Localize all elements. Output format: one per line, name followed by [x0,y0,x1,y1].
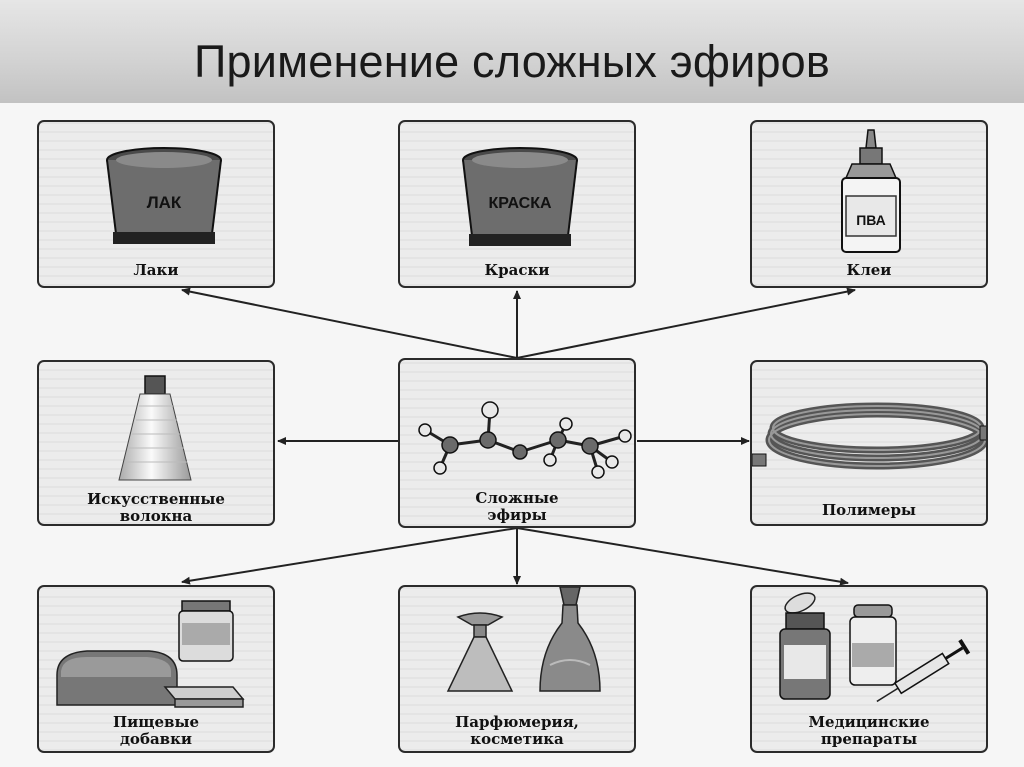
molecule-icon [418,401,632,479]
klei-bottle-tag: ПВА [856,212,886,228]
box-polimery: Полимеры [750,360,988,526]
box-label-line2: косметика [470,730,564,748]
box-label-line2: препараты [820,730,918,748]
laki-can-tag: ЛАК [147,193,182,212]
thread-spool-icon [118,375,192,481]
box-preparaty: Медицинские препараты [750,585,988,753]
varnish-can-icon: ЛАК [106,147,222,244]
hose-icon [752,402,986,470]
box-klei: ПВА Клеи [750,120,988,288]
glue-bottle-icon: ПВА [841,129,901,253]
box-kraski: КРАСКА Краски [398,120,636,288]
paint-can-icon: КРАСКА [462,147,578,246]
medicine-syringe-icon [779,592,971,703]
box-laki: ЛАК Лаки [37,120,275,288]
box-label: Краски [484,261,550,279]
box-label-line1: Пищевые [112,713,200,731]
title-bar: Применение сложных эфиров [0,0,1024,103]
arrow-to-preparaty [516,527,849,586]
box-volokna: Искусственные волокна [37,360,275,526]
food-bread-jar-icon [56,600,245,708]
box-label: Клеи [846,261,892,279]
center-label-line1: Сложные [475,489,559,507]
center-label-line2: эфиры [487,506,547,524]
arrow-to-pishchevye [181,527,518,585]
box-label-line2: добавки [119,730,193,748]
box-label-line1: Искусственные [87,490,225,508]
box-label: Лаки [133,261,179,279]
box-pishchevye: Пищевые добавки [37,585,275,753]
box-label: Полимеры [822,501,916,519]
box-label-line2: волокна [119,507,193,525]
arrow-to-laki [181,287,518,359]
box-label-line1: Парфюмерия, [455,713,579,731]
arrow-to-klei [516,287,856,359]
perfume-bottles-icon [446,587,601,692]
page-title: Применение сложных эфиров [193,36,831,87]
box-label-line1: Медицинские [808,713,930,731]
kraski-can-tag: КРАСКА [488,195,552,212]
box-parfyumeriya: Парфюмерия, косметика [398,585,636,753]
box-center-esters: Сложные эфиры [398,358,636,528]
